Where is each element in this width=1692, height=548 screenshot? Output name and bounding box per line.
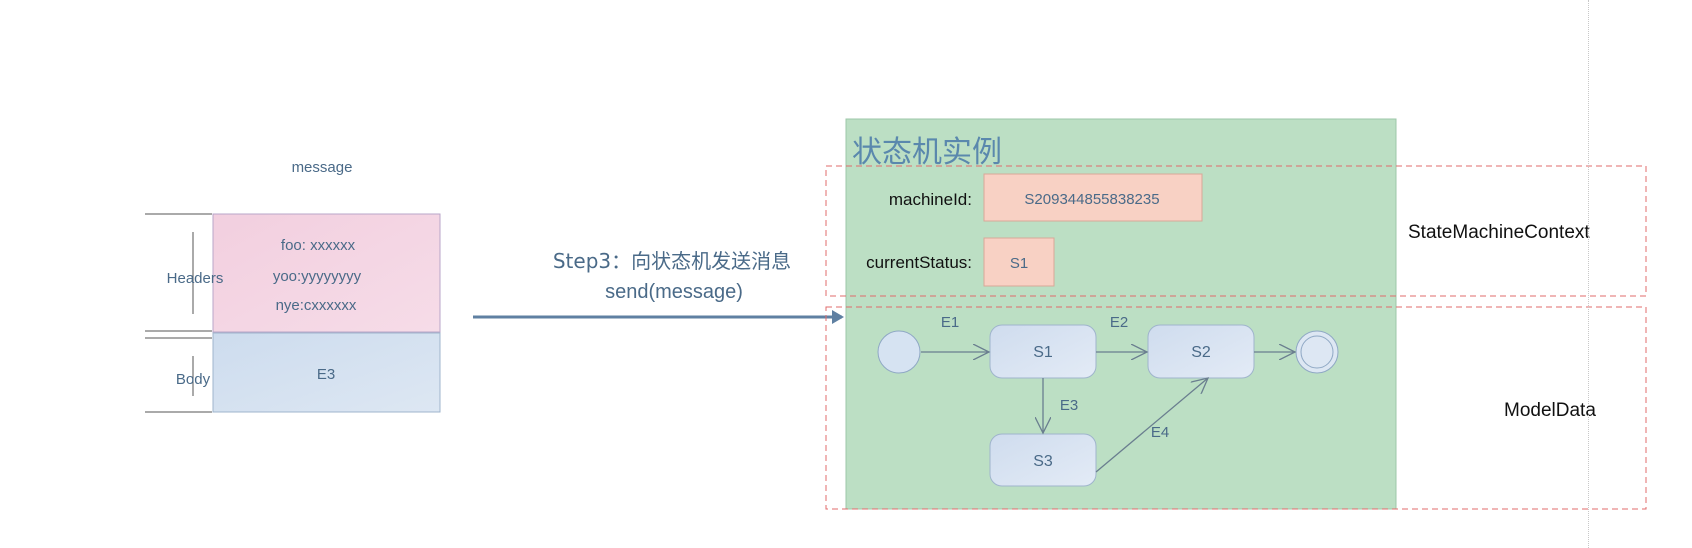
headers-label: Headers: [167, 270, 224, 287]
event-e4-label: E4: [1151, 424, 1169, 441]
context-region: [825, 165, 1647, 297]
event-e1-label: E1: [941, 314, 959, 331]
instance-title: 状态机实例: [852, 135, 1002, 170]
message-headers-box: [212, 213, 441, 333]
final-state-inner: [1300, 335, 1334, 369]
page-edge-guide: [1588, 0, 1589, 548]
transition-e4: [1095, 378, 1208, 473]
arrow-label-send: send(message): [605, 281, 743, 303]
model-label: ModelData: [1504, 400, 1596, 421]
machine-id-value: S209344855838235: [1024, 191, 1159, 208]
state-s2-label: S2: [1191, 344, 1211, 361]
event-e2-label: E2: [1110, 314, 1128, 331]
current-status-value: S1: [1010, 255, 1028, 272]
machine-id-box: [983, 173, 1203, 222]
arrow-label-step: Step3：向状态机发送消息: [553, 249, 791, 273]
body-label: Body: [176, 371, 211, 388]
message-body-box: [212, 332, 441, 413]
context-label: StateMachineContext: [1408, 222, 1590, 243]
message-title: message: [292, 159, 353, 176]
header-nye: nye:cxxxxxx: [276, 297, 357, 314]
header-foo: foo: xxxxxx: [281, 237, 356, 254]
state-s1-label: S1: [1033, 344, 1053, 361]
state-diagram: S1 S2 S3 E1 E2 E3 E4: [877, 314, 1339, 487]
initial-state: [877, 330, 921, 374]
current-status-box: [983, 237, 1055, 287]
body-value: E3: [317, 366, 335, 383]
machine-id-label: machineId:: [889, 190, 972, 209]
message-brackets: [145, 213, 212, 413]
current-status-label: currentStatus:: [866, 253, 972, 272]
event-e3-label: E3: [1060, 397, 1078, 414]
state-s3-label: S3: [1033, 453, 1053, 470]
model-region: [825, 306, 1647, 510]
header-yoo: yoo:yyyyyyyy: [273, 268, 362, 285]
